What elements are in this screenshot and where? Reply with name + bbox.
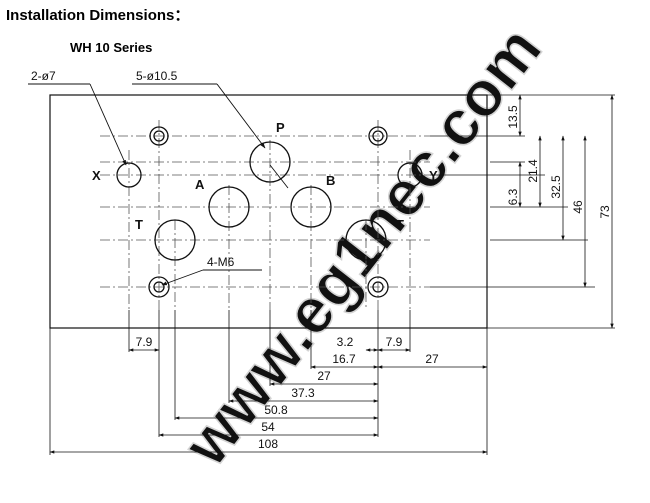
holes	[116, 126, 423, 298]
dim-46: 46	[571, 200, 585, 214]
port-y-hole	[397, 162, 423, 188]
port-b-hole	[290, 186, 332, 228]
thread-hole-right	[367, 276, 389, 298]
port-a-label: A	[195, 177, 205, 192]
port-a-hole	[208, 186, 250, 228]
dim-7-9-right: 7.9	[386, 335, 403, 349]
page-title: Installation Dimensions：	[6, 7, 190, 24]
thread-holes-callout: 4-M6	[207, 255, 235, 269]
main-ports-callout: 5-ø10.5	[136, 69, 178, 83]
thread-hole-left	[148, 276, 170, 298]
small-holes-callout: 2-ø7	[31, 69, 56, 83]
port-x-hole	[116, 162, 142, 188]
dim-13-5: 13.5	[506, 105, 520, 129]
pin-hole-top-right-inner	[372, 130, 384, 142]
port-b-label: B	[326, 173, 335, 188]
series-subtitle: WH 10 Series	[70, 40, 153, 55]
port-t-right-hole	[345, 219, 387, 261]
dim-21-4: 21.4	[526, 159, 540, 183]
dim-73: 73	[598, 205, 612, 219]
dim-27: 27	[317, 369, 331, 383]
port-t-right-label: T	[396, 217, 404, 232]
horizontal-dimension-lines	[49, 348, 488, 454]
centerlines	[100, 120, 430, 310]
pin-hole-top-right	[368, 126, 388, 146]
thread-hole-right-inner	[372, 281, 384, 293]
pin-hole-top-left-inner	[153, 130, 165, 142]
dim-32-5: 32.5	[549, 175, 563, 199]
port-t-left-hole	[154, 219, 196, 261]
dim-50-8: 50.8	[264, 403, 288, 417]
port-p-label: P	[276, 120, 285, 135]
port-t-left-label: T	[135, 217, 143, 232]
watermark-text: www.eg1nec.com	[169, 13, 556, 479]
dim-37-3: 37.3	[291, 386, 315, 400]
port-p-hole	[249, 141, 291, 183]
vertical-dimension-lines	[430, 94, 615, 329]
dim-108: 108	[258, 437, 278, 451]
pin-hole-top-left	[149, 126, 169, 146]
port-x-label: X	[92, 168, 101, 183]
dim-3-2: 3.2	[337, 335, 354, 349]
horizontal-extension-lines	[49, 310, 488, 455]
thread-hole-left-inner	[153, 281, 165, 293]
dim-16-7: 16.7	[332, 352, 356, 366]
dim-6-3: 6.3	[506, 188, 520, 205]
callout-leaders	[28, 83, 289, 286]
dim-54: 54	[261, 420, 275, 434]
port-y-label: Y	[429, 168, 438, 183]
dim-7-9-left: 7.9	[136, 335, 153, 349]
dim-27-right: 27	[425, 352, 439, 366]
mounting-plate	[49, 94, 488, 329]
